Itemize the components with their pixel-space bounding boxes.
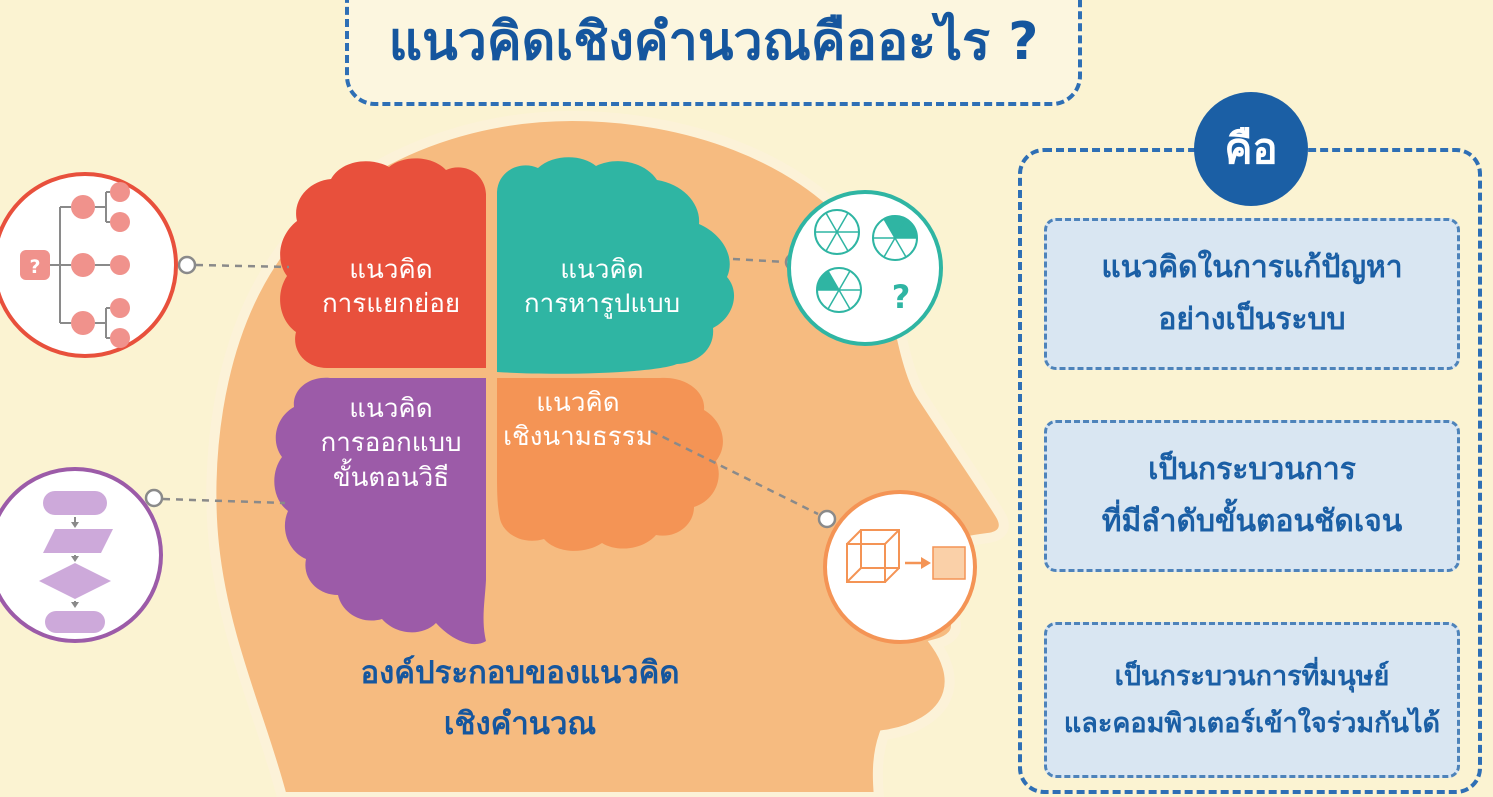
definition-item-3: เป็นกระบวนการที่มนุษย์ และคอมพิวเตอร์เข้…: [1044, 622, 1460, 778]
connector-lines: [144, 252, 837, 529]
brain-algorithm-quadrant: [274, 377, 486, 645]
connector-ring-decomposition: [177, 255, 197, 275]
definition-panel: แนวคิดในการแก้ปัญหา อย่างเป็นระบบ เป็นกร…: [1018, 148, 1482, 794]
abstraction-circle: [823, 490, 977, 644]
tree-root-question: ?: [29, 256, 40, 278]
page-title: แนวคิดเชิงคำนวณคืออะไร ?: [388, 12, 1039, 72]
brain-label-pattern: แนวคิด การหารูปแบบ: [523, 255, 681, 320]
definition-header-badge: คือ: [1194, 92, 1308, 206]
connector-decomposition: [195, 263, 290, 269]
pattern-pie-icon: ?: [814, 209, 918, 316]
connector-pattern: [732, 257, 786, 264]
brain-decomposition-quadrant: [280, 158, 486, 369]
pattern-question: ?: [892, 278, 911, 316]
brain-caption: องค์ประกอบของแนวคิด เชิงคำนวณ: [360, 655, 680, 743]
connector-ring-algorithm: [144, 488, 164, 508]
brain-label-abstraction: แนวคิด เชิงนามธรรม: [503, 388, 653, 453]
brain-label-decomposition: แนวคิด การแยกย่อย: [321, 255, 461, 320]
flowchart-circle: [0, 467, 163, 643]
cube-to-square-icon: [846, 529, 966, 583]
definition-item-1: แนวคิดในการแก้ปัญหา อย่างเป็นระบบ: [1044, 218, 1460, 370]
connector-abstraction: [650, 429, 819, 516]
definition-item-2: เป็นกระบวนการ ที่มีลำดับขั้นตอนชัดเจน: [1044, 420, 1460, 572]
tree-root-node: [20, 250, 50, 280]
brain-pattern-quadrant: [497, 157, 735, 374]
decomposition-tree-icon: ?: [20, 182, 130, 348]
brain-label-algorithm: แนวคิด การออกแบบ ขั้นตอนวิธี: [320, 394, 462, 493]
flowchart-icon: [39, 491, 113, 633]
title-box: แนวคิดเชิงคำนวณคืออะไร ?: [345, 0, 1082, 106]
brain-abstraction-quadrant: [497, 377, 723, 551]
pattern-circle: ?: [787, 190, 943, 346]
connector-ring-abstraction: [817, 509, 837, 529]
decomposition-circle: ?: [0, 172, 178, 358]
